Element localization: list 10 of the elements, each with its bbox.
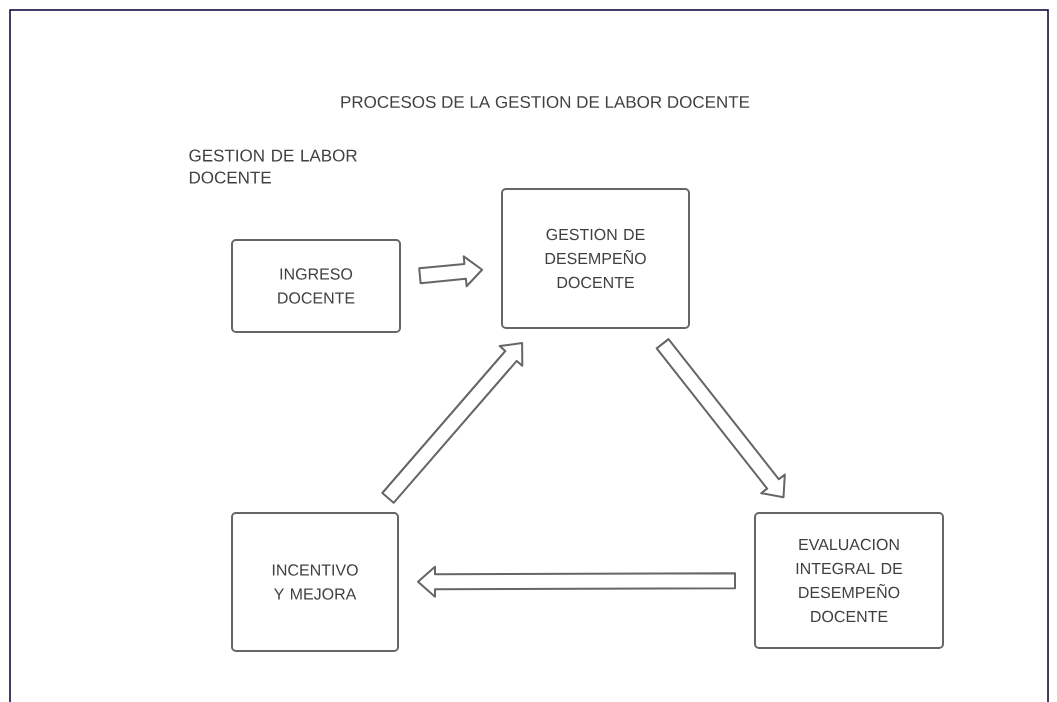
process-box: EVALUACION INTEGRAL DE DESEMPEÑO DOCENTE (754, 512, 944, 649)
block-arrow (381, 342, 524, 504)
block-arrow (418, 255, 484, 288)
process-box: INCENTIVO Y MEJORA (231, 512, 399, 652)
block-arrow (417, 565, 736, 598)
group-label: GESTION DE LABOR DOCENTE (189, 149, 357, 184)
title: PROCESOS DE LA GESTION DE LABOR DOCENTE (341, 96, 750, 109)
process-box: INGRESO DOCENTE (231, 239, 401, 333)
process-box: GESTION DE DESEMPEÑO DOCENTE (501, 188, 690, 329)
block-arrow (655, 338, 786, 499)
